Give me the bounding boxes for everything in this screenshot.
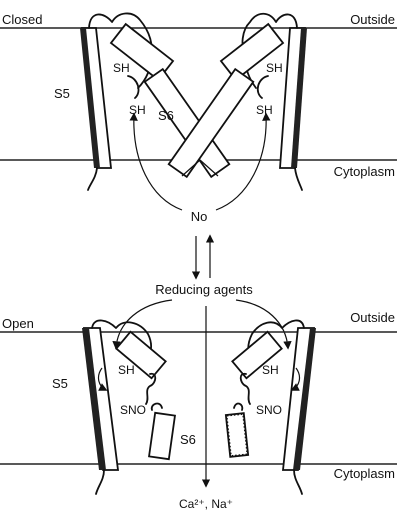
s5-helix-right-top — [280, 28, 307, 168]
cyto-loop-left-top — [88, 168, 97, 190]
outside-label-bottom: Outside — [350, 310, 395, 325]
s5-helix-right-bottom — [283, 328, 316, 470]
open-state-panel: Open Outside Cytoplasm S5 S6 SH SH SNO S… — [0, 306, 397, 511]
s5-label-top: S5 — [54, 86, 70, 101]
sno-link-left — [152, 404, 162, 410]
sno-label-bottom-left: SNO — [120, 403, 146, 417]
sh-link-right-top — [258, 76, 268, 98]
cyto-loop-left-bottom — [96, 470, 104, 494]
sno-label-bottom-right: SNO — [256, 403, 282, 417]
cyto-loop-right-top — [295, 168, 302, 190]
s6-helix-right-bottom — [226, 413, 248, 457]
sno-link-right — [234, 404, 242, 410]
s6-helix-left-bottom — [149, 413, 175, 459]
no-label: No — [191, 209, 208, 224]
closed-label: Closed — [2, 12, 42, 27]
open-label: Open — [2, 316, 34, 331]
cytoplasm-label-bottom: Cytoplasm — [334, 466, 395, 481]
reducing-agents-label: Reducing agents — [155, 282, 253, 297]
s6-label-top: S6 — [158, 108, 174, 123]
ions-label: Ca²⁺, Na⁺ — [179, 497, 233, 511]
sh-label-bottom-right: SH — [262, 363, 279, 377]
s5-helix-left-bottom — [82, 328, 118, 470]
s6-label-bottom: S6 — [180, 432, 196, 447]
sh-label-top-left-upper: SH — [113, 61, 130, 75]
sh-link-left-top — [128, 76, 139, 98]
sh-label-top-left-lower: SH — [129, 103, 146, 117]
s5-label-bottom: S5 — [52, 376, 68, 391]
sh-label-top-right-lower: SH — [256, 103, 273, 117]
closed-state-panel: Closed Outside Cytoplasm S5 S6 SH SH SH … — [0, 12, 397, 210]
s5-helix-left-top — [80, 28, 111, 168]
sh-label-top-right-upper: SH — [266, 61, 283, 75]
outside-label-top: Outside — [350, 12, 395, 27]
sh-label-bottom-left: SH — [118, 363, 135, 377]
cyto-loop-right-bottom — [294, 470, 302, 494]
cytoplasm-label-top: Cytoplasm — [334, 164, 395, 179]
